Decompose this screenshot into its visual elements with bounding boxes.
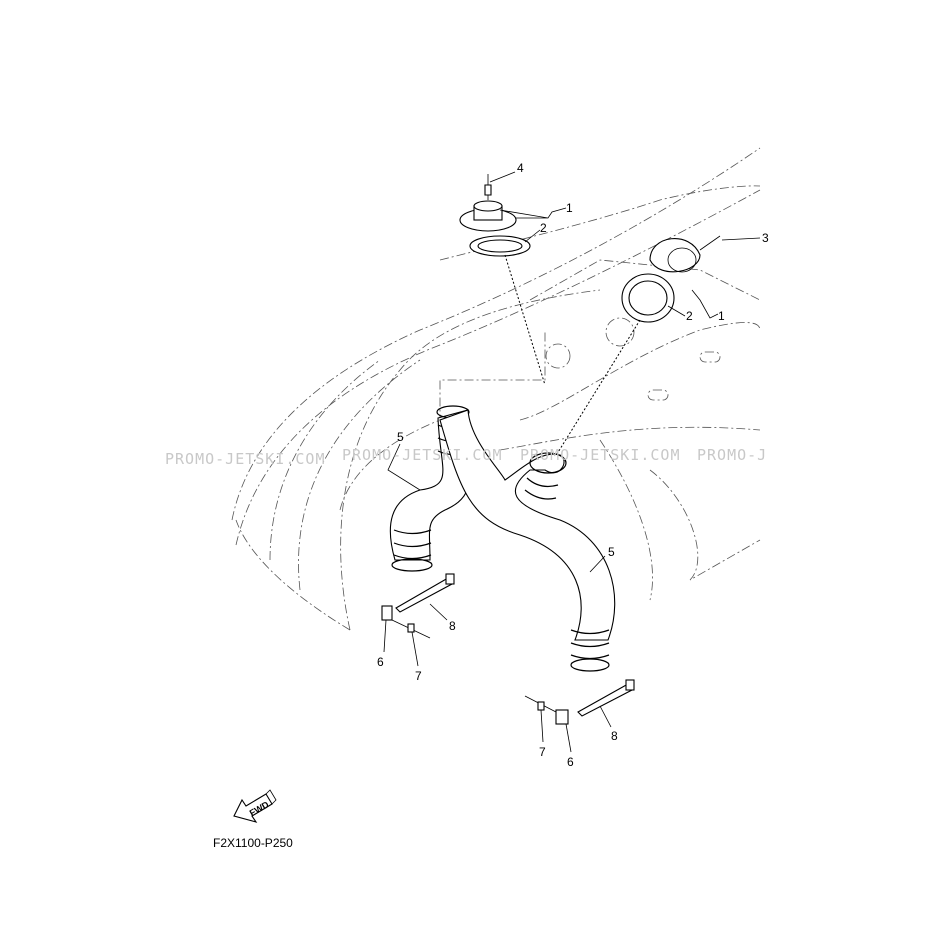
- watermark: PROMO-JETSKI.COM PROMO-JETSKI.COM PROMO-…: [165, 446, 767, 468]
- callouts: 4 1 2 3 2 1 5 5 8 6 7 7 6 8: [377, 161, 769, 769]
- gasket-front: [469, 235, 531, 257]
- watermark-text: PROMO-J: [697, 446, 767, 464]
- assembly-line: [504, 254, 546, 386]
- assembly-line: [551, 319, 641, 463]
- fwd-arrow-icon: FWD: [233, 789, 277, 823]
- gasket-rear: [621, 273, 675, 323]
- callout-4: 4: [517, 161, 524, 175]
- callout-1: 1: [566, 201, 573, 215]
- vent-cover-rear: [649, 235, 721, 273]
- callout-5: 5: [397, 430, 404, 444]
- callout-2: 2: [686, 309, 693, 323]
- callout-8: 8: [449, 619, 456, 633]
- callout-6: 6: [567, 755, 574, 769]
- callout-6: 6: [377, 655, 384, 669]
- callout-5: 5: [608, 545, 615, 559]
- callout-7: 7: [415, 669, 422, 683]
- diagram-code: F2X1100-P250: [213, 836, 293, 850]
- callout-3: 3: [762, 231, 769, 245]
- callout-2: 2: [540, 221, 547, 235]
- leader-lines: [383, 171, 761, 753]
- watermark-text: PROMO-JETSKI.COM: [520, 446, 681, 464]
- callout-8: 8: [611, 729, 618, 743]
- vent-cover-front: [459, 174, 517, 232]
- callout-7: 7: [539, 745, 546, 759]
- callout-1: 1: [718, 309, 725, 323]
- hose-right: [439, 409, 616, 672]
- clip-set-left: [381, 573, 455, 639]
- watermark-text: PROMO-JETSKI.COM: [165, 450, 326, 468]
- clip-set-right: [524, 679, 635, 725]
- watermark-text: PROMO-JETSKI.COM: [342, 446, 503, 464]
